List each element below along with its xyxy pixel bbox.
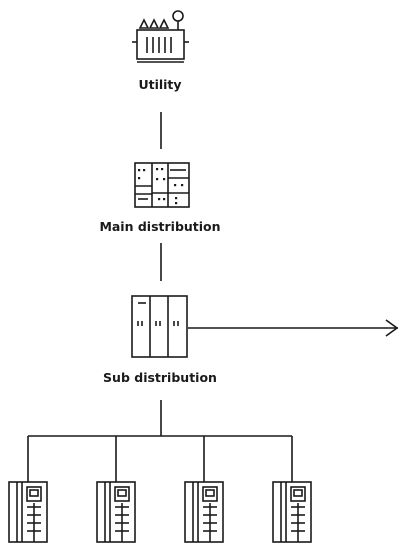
main-switchboard-icon	[134, 162, 190, 208]
node-label-sub-distribution: Sub distribution	[103, 370, 217, 385]
sub-switchboard-icon	[131, 295, 188, 358]
panel-icon	[272, 481, 312, 543]
outgoing-arrow	[188, 319, 399, 337]
panel-icon	[184, 481, 224, 543]
transformer-icon	[132, 10, 189, 63]
panel-icon	[8, 481, 48, 543]
main-switchboard-details	[138, 168, 184, 205]
node-label-utility: Utility	[138, 77, 182, 92]
node-label-main-distribution: Main distribution	[99, 219, 221, 234]
panel-icon	[96, 481, 136, 543]
